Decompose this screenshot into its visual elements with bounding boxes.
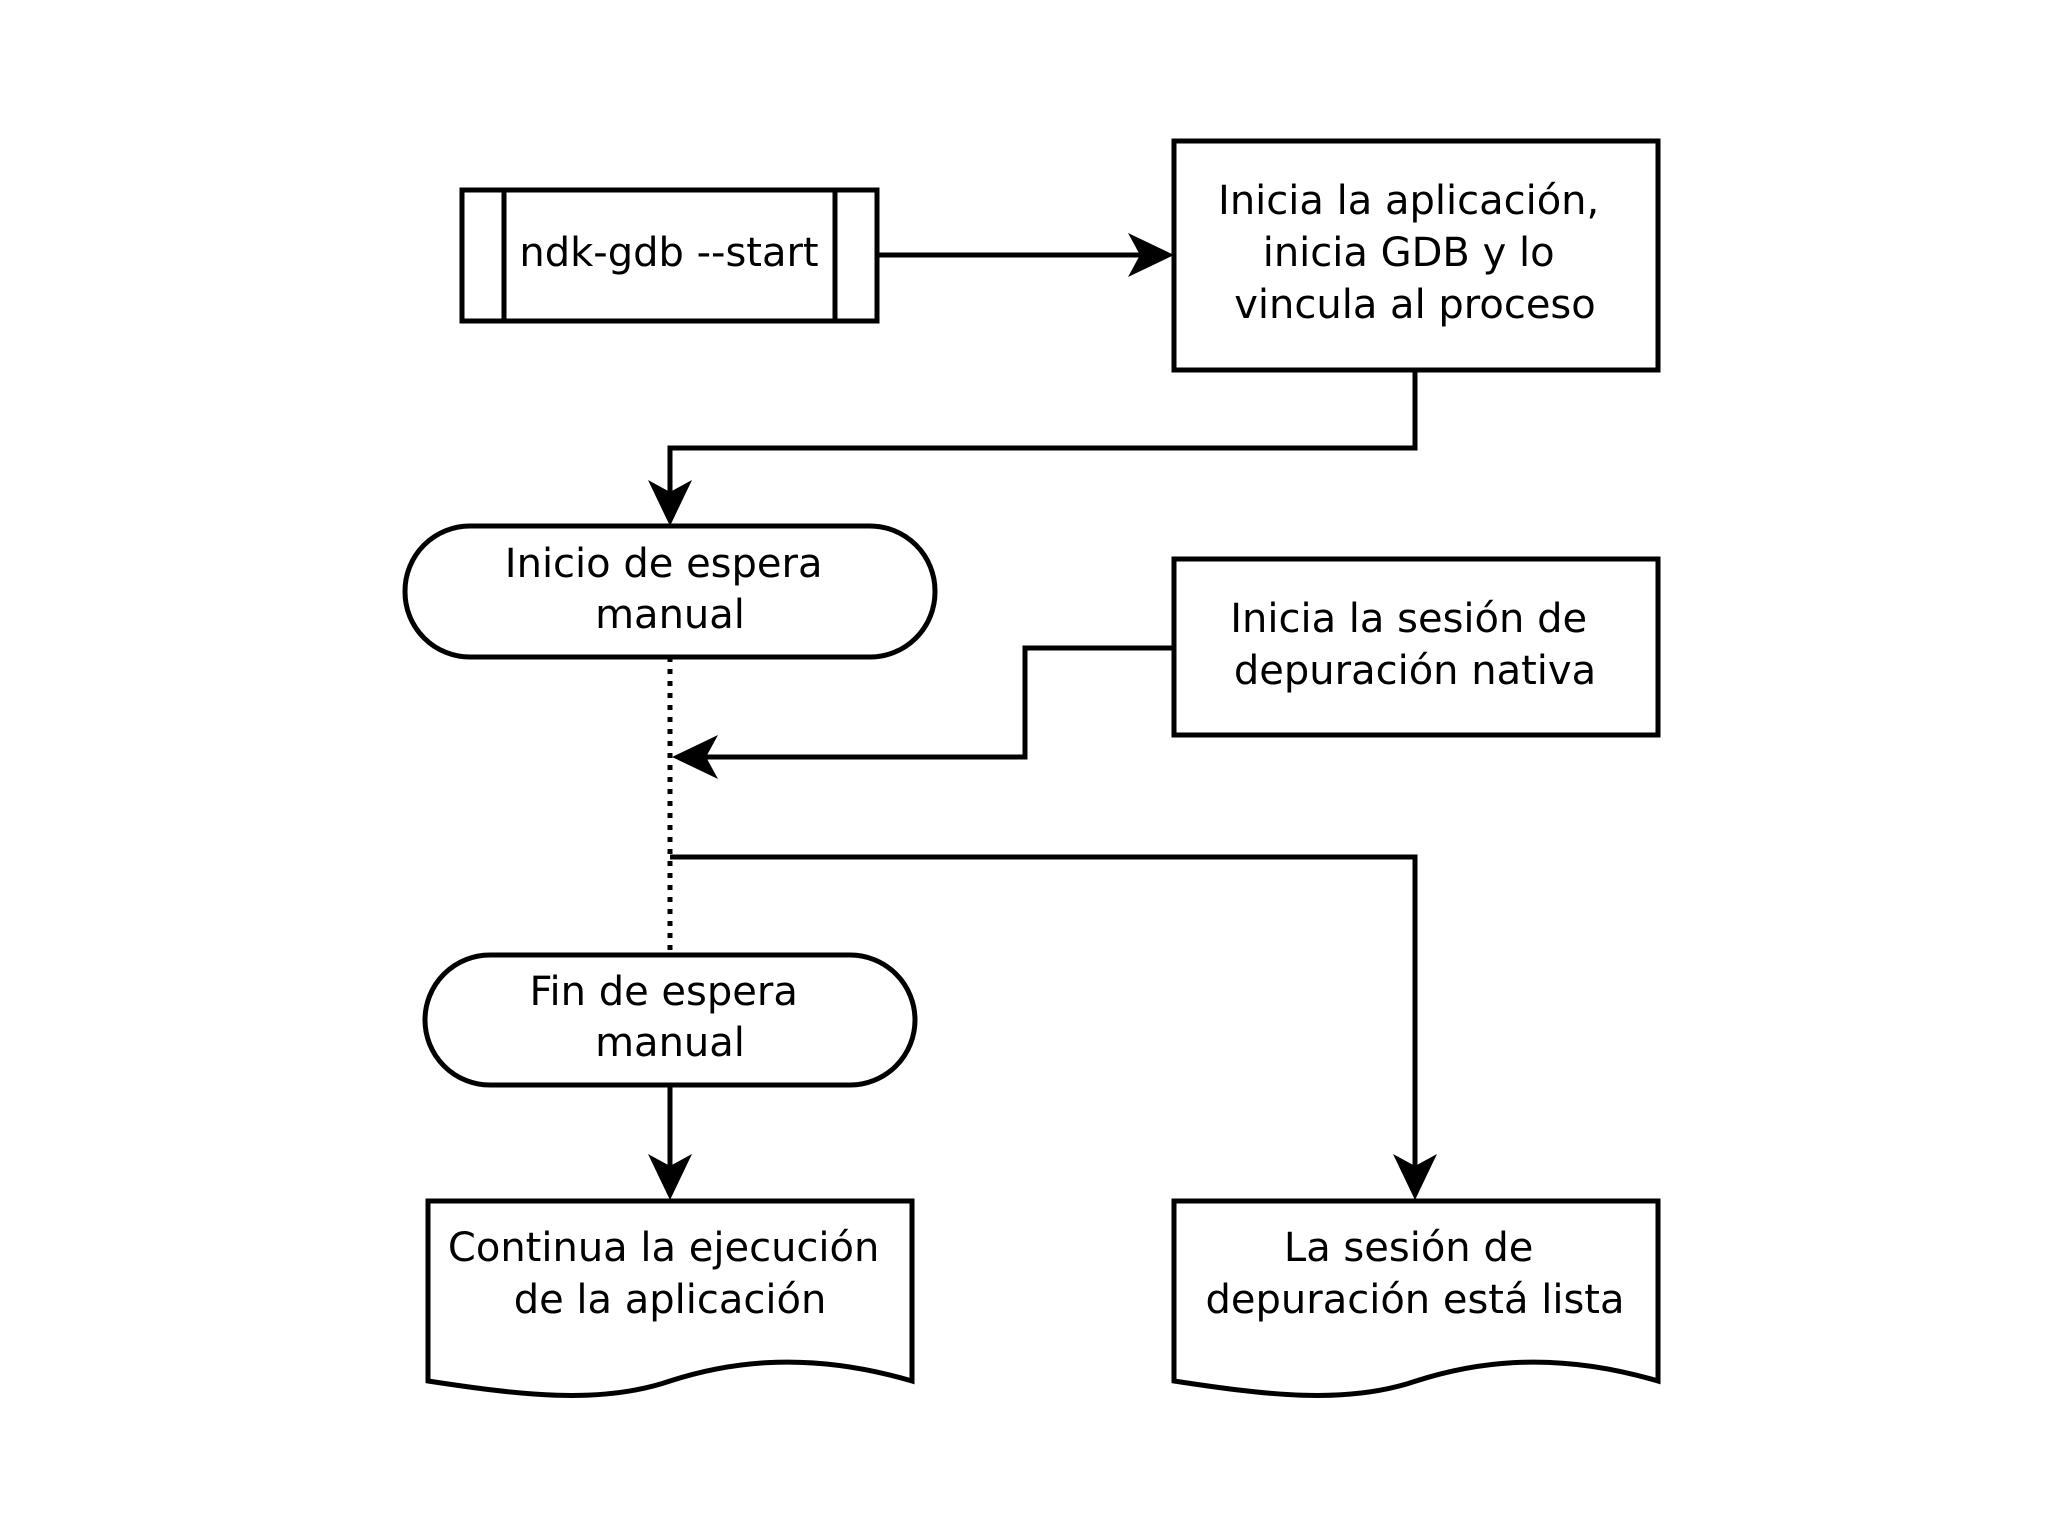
node-wait-end-label: Fin de espera manual [529,969,810,1066]
edge-app-to-wait-start [648,370,1418,526]
node-wait-end: Fin de espera manual [422,952,918,1088]
edge-start-to-app [878,233,1174,277]
node-ndk-gdb-start-label: ndk-gdb --start [519,230,818,276]
node-start-app: Inicia la aplicación, inicia GDB y lo vi… [1171,138,1661,373]
node-ndk-gdb-start: ndk-gdb --start [459,187,880,324]
node-start-app-label: Inicia la aplicación, inicia GDB y lo vi… [1218,178,1612,328]
node-wait-start: Inicio de espera manual [402,523,938,660]
node-wait-start-label: Inicio de espera manual [505,541,835,638]
node-native-debug: Inicia la sesión de depuración nativa [1171,556,1661,738]
edge-wait-end-to-continue [648,1085,692,1200]
node-native-debug-label: Inicia la sesión de depuración nativa [1230,596,1600,694]
node-session-ready: La sesión de depuración está lista [1171,1198,1661,1398]
node-continue-exec: Continua la ejecución de la aplicación [425,1198,915,1398]
node-continue-exec-label: Continua la ejecución de la aplicación [448,1225,892,1323]
edge-native-debug-to-wait-line [672,645,1173,779]
node-session-ready-label: La sesión de depuración está lista [1206,1225,1625,1323]
edge-wait-line-to-session-ready [670,854,1437,1200]
